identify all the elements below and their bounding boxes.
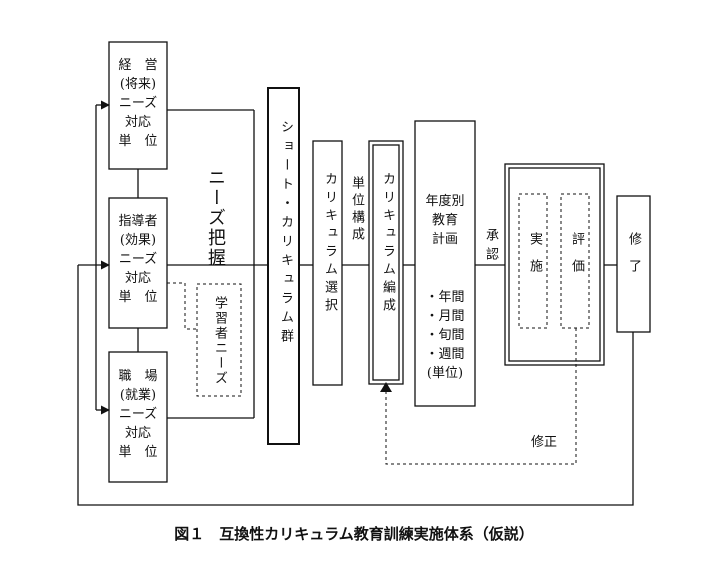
node-shuryo: 修了 <box>626 232 641 286</box>
label-shonin: 承認 <box>483 228 498 266</box>
node-hyoka: 評価 <box>569 232 584 286</box>
box-hyoka <box>560 193 590 329</box>
node-shidousha: 指導者 (効果) ニーズ 対応 単 位 <box>118 214 158 305</box>
box-nendobetsu <box>414 120 476 407</box>
node-short-curriculum: ショート・カリキュラム群 <box>278 120 293 348</box>
label-tani-kosei: 単位構成 <box>349 176 364 244</box>
label-shusei: 修正 <box>530 435 557 450</box>
node-curriculum-sentaku: カリキュラム選択 <box>322 172 337 316</box>
node-keiei: 経 営 (将来) ニーズ 対応 単 位 <box>118 58 158 149</box>
box-curriculum-sentaku <box>312 140 343 386</box>
node-curriculum-hensei: カリキュラム編成 <box>380 172 395 316</box>
node-nendobetsu-items: ・年間 ・月間 ・旬間 ・週間 (単位) <box>425 290 465 381</box>
node-nendobetsu: 年度別 教育 計画 <box>425 194 465 247</box>
node-gakushusha: 学習者ニーズ <box>212 296 227 386</box>
figure-caption: 図１ 互換性カリキュラム教育訓練実施体系（仮説） <box>174 525 534 543</box>
box-short-curriculum <box>267 87 300 445</box>
node-shokuba: 職 場 (就業) ニーズ 対応 単 位 <box>118 369 158 460</box>
label-needs-haaku: ニーズ把握 <box>205 168 226 268</box>
box-jisshi <box>518 193 548 329</box>
node-jisshi: 実施 <box>527 232 542 286</box>
